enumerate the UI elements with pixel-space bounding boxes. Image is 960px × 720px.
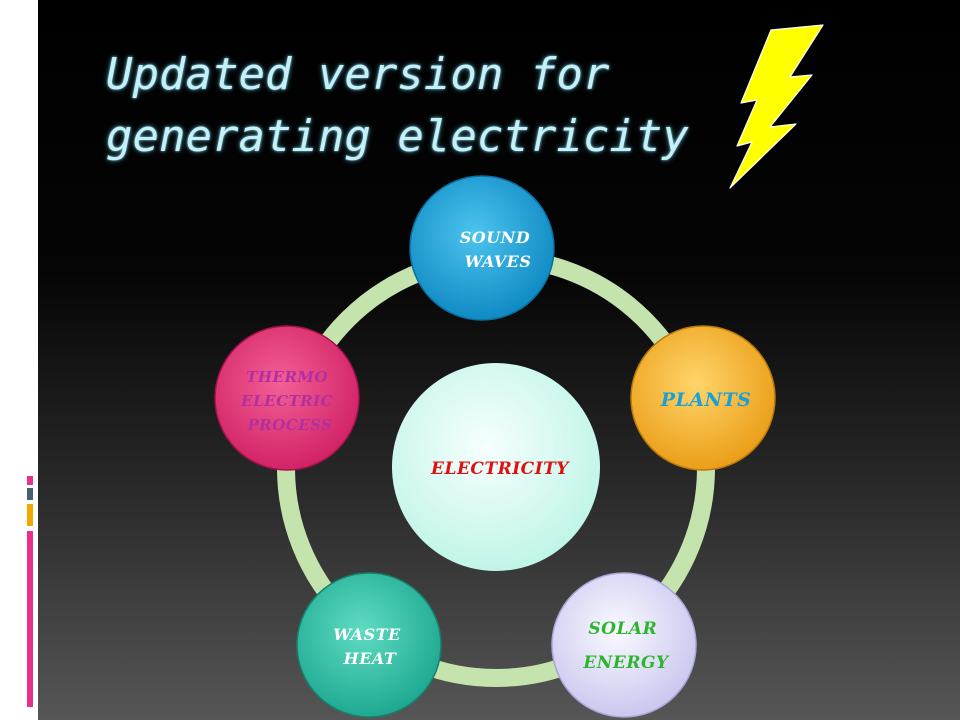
node-label-solar-energy: SOLAR ENERGY [582,619,670,673]
center-circle [392,363,600,571]
center-label-electricity: ELECTRICITY [430,459,570,479]
node-label-line: ENERGY [582,653,670,673]
title-line-1: Updated version for [106,49,610,100]
node-label-line: SOUND [460,228,530,247]
node-circle-waste-heat [296,572,442,718]
node-circle-solar-energy [551,572,697,718]
lightning-bolt-icon [729,24,824,189]
node-label-line: THERMO [246,368,328,386]
accent-bar-pink-top [27,476,33,485]
node-label-line: HEAT [343,649,397,668]
node-label-line: SOLAR [588,619,657,639]
node-circle-plants [630,325,776,471]
node-label-plants: PLANTS [660,389,752,411]
node-label-line: PLANTS [660,389,752,411]
node-label-thermo-electric-process: THERMO ELECTRIC PROCESS [240,368,339,434]
node-plants: PLANTS [630,325,776,471]
node-sound-waves: SOUND WAVES [409,175,555,321]
node-label-line: WASTE [333,625,401,644]
node-label-line: PROCESS [246,416,332,434]
node-circle-thermo-electric-process [214,325,360,471]
node-waste-heat: WASTE HEAT [296,572,442,718]
slide-title: Updated version for generating electrici… [106,44,689,168]
node-label-line: ELECTRIC [240,392,333,410]
accent-bars [0,0,38,720]
node-circle-sound-waves [409,175,555,321]
node-label-line: WAVES [465,252,532,271]
node-label-waste-heat: WASTE HEAT [333,625,407,668]
node-thermo-electric-process: THERMO ELECTRIC PROCESS [214,325,360,471]
node-solar-energy: SOLAR ENERGY [551,572,697,718]
title-line-2: generating electricity [106,111,689,162]
node-label-sound-waves: SOUND WAVES [460,228,537,271]
accent-bar-pink-long [27,531,33,707]
accent-bar-slate [27,488,33,500]
center-node: ELECTRICITY [392,363,600,571]
accent-bar-amber [27,504,33,526]
